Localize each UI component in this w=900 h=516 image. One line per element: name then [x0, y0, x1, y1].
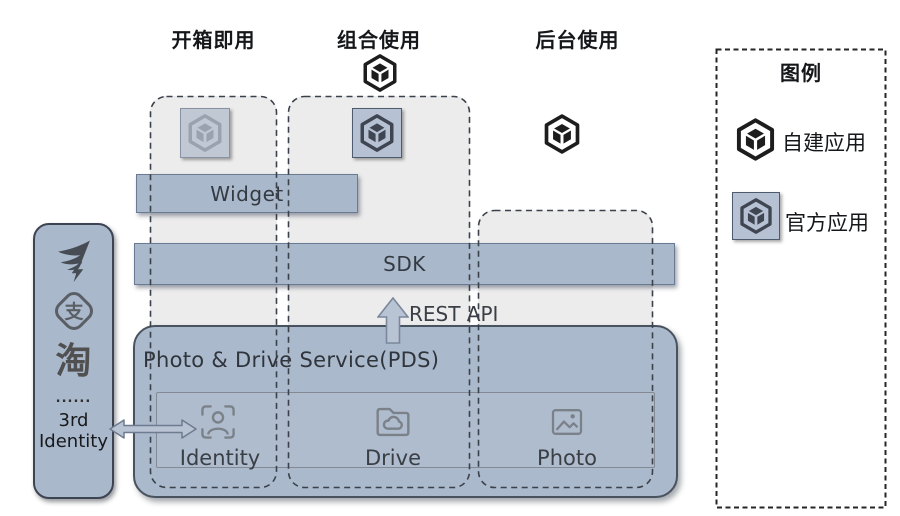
- more-providers-dots: ......: [55, 391, 92, 406]
- alipay-icon: 支: [54, 292, 93, 330]
- cube-glyph: [188, 114, 222, 152]
- legend-title: 图例: [780, 61, 822, 85]
- identity-icon: [201, 405, 235, 439]
- legend-self-built-label: 自建应用: [782, 131, 866, 155]
- rest-api-label: REST API: [409, 302, 499, 326]
- identity-module-label: Identity: [179, 446, 261, 470]
- alipay-char: 支: [63, 301, 84, 323]
- drive-module-label: Drive: [365, 446, 421, 470]
- header-backend-use: 后台使用: [535, 28, 620, 52]
- third-identity-label-line1: 3rd: [58, 410, 89, 431]
- sdk-label: SDK: [383, 252, 426, 276]
- pds-title: Photo & Drive Service(PDS): [143, 348, 440, 372]
- cube-glyph: [360, 114, 394, 152]
- drive-icon: [376, 407, 410, 437]
- rest-api-up-arrow-icon: [377, 297, 409, 344]
- official-app-icon: [352, 108, 402, 158]
- photo-icon: [551, 409, 583, 435]
- photo-module-label: Photo: [537, 446, 597, 470]
- self-built-app-icon: [363, 54, 397, 92]
- sdk-bar: SDK: [134, 243, 675, 285]
- dingtalk-icon: [57, 240, 90, 283]
- header-combined-use: 组合使用: [337, 28, 421, 52]
- legend-official-label: 官方应用: [785, 211, 869, 235]
- self-built-app-icon: [544, 114, 580, 154]
- widget-bar: Widget: [136, 174, 358, 213]
- header-out-of-box: 开箱即用: [171, 28, 256, 52]
- identity-sync-double-arrow-icon: [109, 419, 197, 439]
- official-app-icon: [732, 192, 780, 240]
- self-built-app-icon: [736, 118, 775, 161]
- widget-label: Widget: [210, 181, 284, 206]
- third-identity-label-line2: Identity: [39, 430, 108, 452]
- official-app-icon-faded: [180, 108, 230, 158]
- third-party-identity-panel: 支 淘 ...... 3rd Identity: [33, 223, 114, 499]
- cube-glyph: [740, 198, 772, 234]
- taobao-icon: 淘: [55, 341, 92, 382]
